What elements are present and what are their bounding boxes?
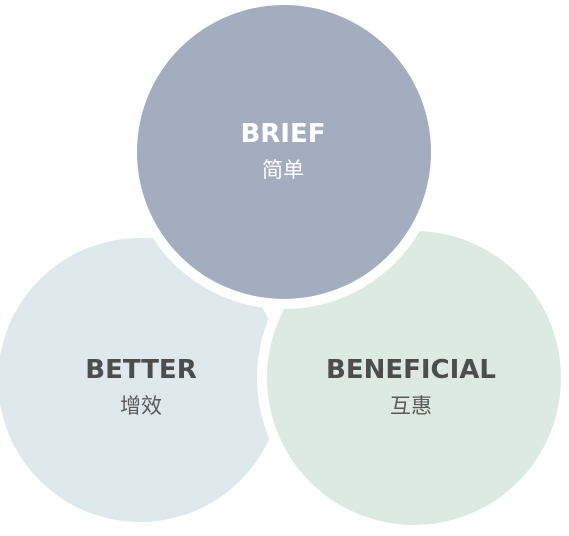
better-subtitle: 增效 (120, 394, 162, 418)
beneficial-title: BENEFICIAL (326, 355, 496, 385)
better-title: BETTER (85, 355, 196, 385)
beneficial-subtitle: 互惠 (390, 394, 432, 418)
brief-title: BRIEF (240, 119, 325, 149)
brief-subtitle: 简单 (262, 158, 304, 182)
better-circle (0, 238, 282, 522)
brief-circle (127, 0, 441, 309)
